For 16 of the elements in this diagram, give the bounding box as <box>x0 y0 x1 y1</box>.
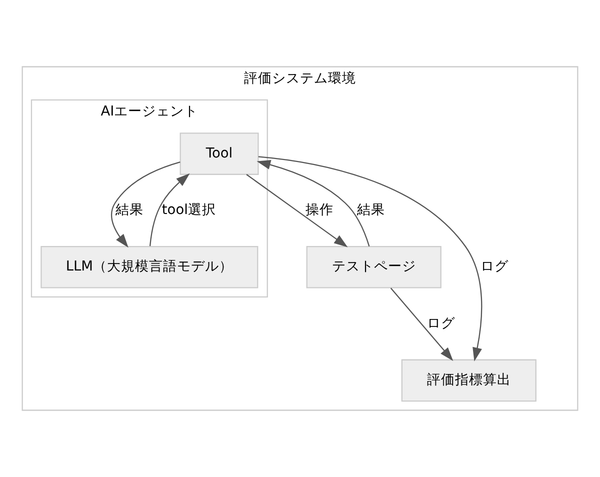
node-box: Tool <box>180 132 259 175</box>
arrow <box>390 288 454 361</box>
node-box: 評価指標算出 <box>401 359 536 402</box>
edge-label: tool選択 <box>162 202 216 218</box>
arrow <box>258 156 482 362</box>
edge-label: ログ <box>480 258 509 275</box>
edge-label: 結果 <box>115 202 144 218</box>
edge-label: 結果 <box>356 202 385 218</box>
node-box: テストページ <box>306 246 442 288</box>
node-box: LLM（大規模言語モデル） <box>40 246 258 288</box>
arrow <box>246 174 348 248</box>
arrow <box>111 162 180 248</box>
edge-label: ログ <box>426 315 455 332</box>
edge-label: 操作 <box>305 202 334 218</box>
arrow <box>256 160 370 246</box>
arrow <box>149 173 190 246</box>
